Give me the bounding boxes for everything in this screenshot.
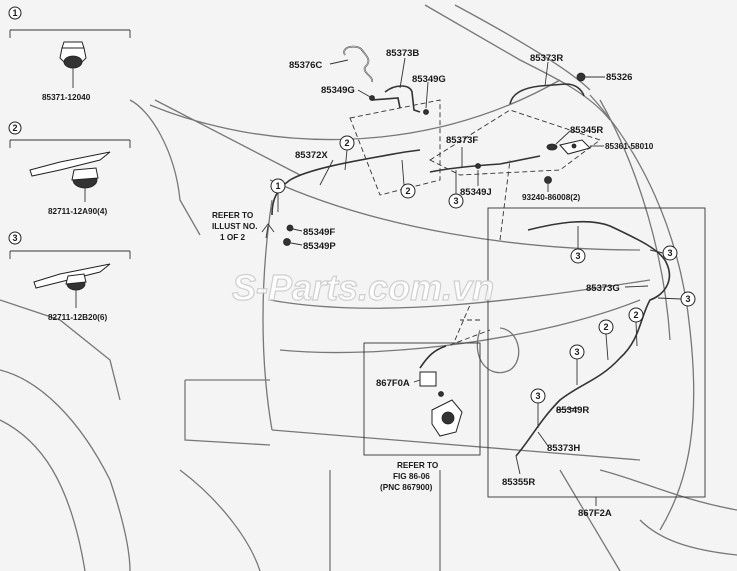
pump-detail-box — [363, 342, 481, 456]
hose-85373R — [509, 83, 585, 105]
svg-text:2: 2 — [344, 138, 349, 148]
svg-text:REFER TO: REFER TO — [397, 461, 439, 470]
label-85361-58010: 85361-58010 — [605, 142, 654, 151]
washer-hoses — [271, 45, 671, 457]
svg-text:REFER TO: REFER TO — [212, 211, 254, 220]
label-85345R: 85345R — [570, 125, 603, 136]
clip-93240-icon — [544, 176, 552, 184]
refer-fig-note: REFER TO FIG 86-06 (PNC 867900) — [380, 461, 439, 492]
clip-85349P-icon — [283, 238, 291, 246]
svg-text:ILLUST NO.: ILLUST NO. — [212, 222, 257, 231]
hose-85372X — [271, 149, 421, 216]
label-85373B: 85373B — [386, 48, 419, 59]
label-85373G: 85373G — [586, 283, 620, 294]
legend-3-number: 3 — [12, 233, 17, 243]
callout-3-lower: 3 — [530, 388, 546, 428]
svg-text:3: 3 — [575, 251, 580, 261]
callout-3-upper-left: 3 — [570, 226, 586, 264]
label-93240-86008: 93240-86008(2) — [522, 193, 581, 202]
legend-3-callout — [8, 231, 22, 245]
clip-82711-12A90-icon — [29, 151, 111, 202]
label-867F2A: 867F2A — [578, 508, 612, 519]
dashed-guides — [349, 99, 601, 346]
hose-85373G — [515, 220, 671, 457]
hose-85376C — [343, 45, 373, 83]
legend-2-number: 2 — [12, 123, 17, 133]
legend-group: 1 85371-12040 2 82711-12A90(4) 3 — [8, 6, 131, 322]
callout-2-top: 2 — [339, 135, 355, 171]
label-85376C: 85376C — [289, 60, 322, 71]
legend-2-part-number: 82711-12A90(4) — [48, 207, 107, 216]
callout-2-mid-right: 2 — [628, 307, 644, 347]
label-85349F: 85349F — [303, 227, 335, 238]
hose-85373B — [384, 85, 421, 113]
svg-text:1 OF 2: 1 OF 2 — [220, 233, 245, 242]
refer-illust-note: REFER TO ILLUST NO. 1 OF 2 — [212, 211, 275, 242]
svg-text:2: 2 — [405, 186, 410, 196]
svg-text:3: 3 — [667, 248, 672, 258]
callout-1: 1 — [270, 178, 286, 212]
label-85349P: 85349P — [303, 241, 336, 252]
part-labels: 85376C 85373B 85349G 85349G 85373R 85326… — [289, 48, 654, 519]
svg-text:FIG 86-06: FIG 86-06 — [393, 472, 430, 481]
legend-1-number: 1 — [12, 8, 17, 18]
label-85373R: 85373R — [530, 53, 563, 64]
svg-text:3: 3 — [685, 294, 690, 304]
joint-85349F-icon — [286, 224, 294, 232]
legend-3-part-number: 82711-12B20(6) — [48, 313, 107, 322]
label-85373H: 85373H — [547, 443, 580, 454]
legend-1-part-number: 85371-12040 — [42, 93, 91, 102]
refer-arrow-icon — [261, 223, 275, 239]
watermark: S-Parts.com.vn — [232, 267, 494, 308]
legend-2-callout — [8, 121, 22, 135]
callout-circles: 1 2 2 3 3 3 3 — [270, 135, 696, 428]
callout-3-top: 3 — [448, 170, 464, 209]
label-867F0A: 867F0A — [376, 378, 410, 389]
label-85349R: 85349R — [556, 405, 589, 416]
label-85355R: 85355R — [502, 477, 535, 488]
vehicle-body-outline — [0, 4, 737, 571]
callout-3-right: 3 — [657, 291, 696, 307]
callout-2-right: 2 — [400, 159, 416, 199]
svg-text:(PNC 867900): (PNC 867900) — [380, 483, 433, 492]
svg-text:2: 2 — [633, 310, 638, 320]
legend-1-callout — [8, 6, 22, 20]
hose-85373F — [429, 155, 541, 173]
svg-text:3: 3 — [453, 196, 458, 206]
label-85326: 85326 — [606, 72, 632, 83]
svg-text:3: 3 — [574, 347, 579, 357]
svg-text:2: 2 — [603, 322, 608, 332]
grommet-85326-icon — [576, 72, 586, 82]
svg-text:3: 3 — [535, 391, 540, 401]
callout-3-upper-right: 3 — [649, 245, 678, 261]
label-85349G-left: 85349G — [321, 85, 355, 96]
detail-frame-right — [487, 207, 706, 498]
svg-text:1: 1 — [275, 181, 280, 191]
label-85349G-right: 85349G — [412, 74, 446, 85]
label-85372X: 85372X — [295, 150, 328, 161]
label-85373F: 85373F — [446, 135, 478, 146]
clip-82711-12B20-icon — [33, 263, 111, 308]
label-85349J: 85349J — [460, 187, 492, 198]
small-parts — [283, 72, 591, 246]
clamp-85371-icon — [59, 41, 87, 88]
callout-3-mid: 3 — [569, 344, 585, 385]
joint-85345R-icon — [546, 143, 558, 151]
callout-2-mid-left: 2 — [598, 319, 614, 361]
